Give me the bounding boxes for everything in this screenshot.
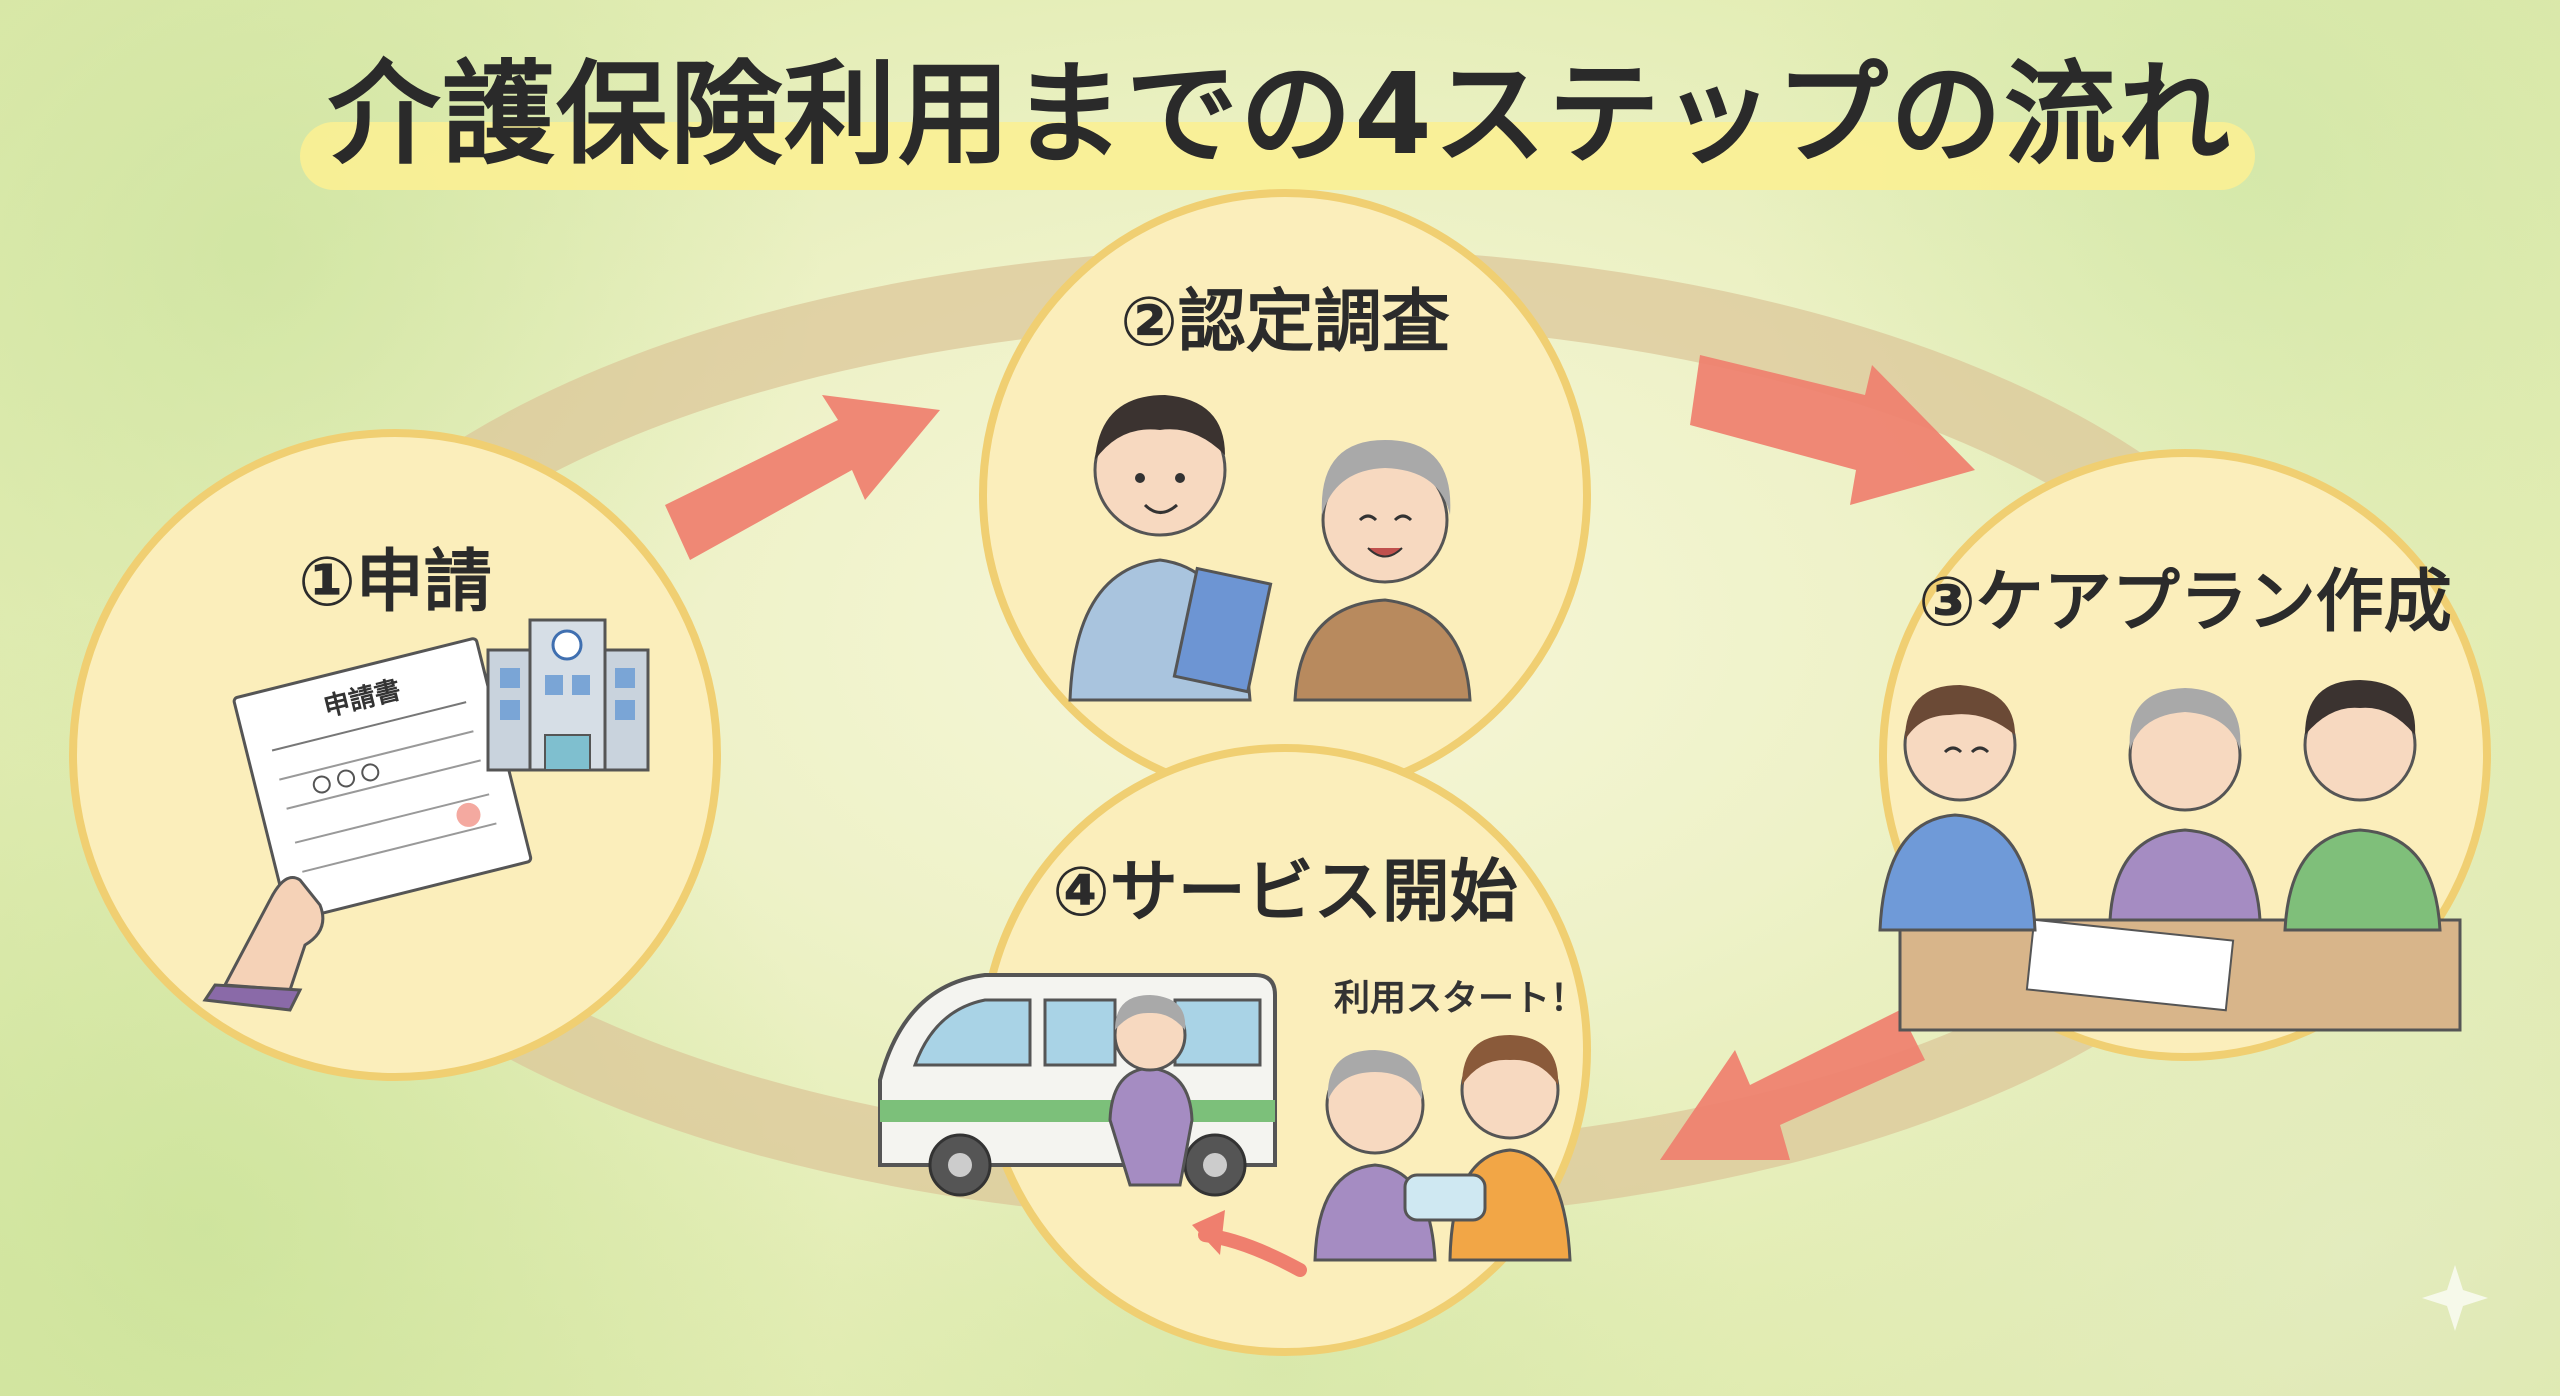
family-member-figure: [2283, 680, 2442, 932]
step-3-label: ③ケアプラン作成: [1918, 563, 2452, 642]
step-1-label: ①申請: [298, 543, 492, 622]
caregiver-figure: [1448, 1035, 1572, 1262]
hand-icon: [202, 876, 325, 1012]
page-title: 介護保険利用までの4ステップの流れ: [328, 50, 2232, 180]
step-2: ②認定調査: [979, 189, 1591, 801]
surveyor-figure: [1068, 395, 1273, 702]
sparkle-icon: [2422, 1265, 2488, 1331]
elderly-woman-figure: [1293, 440, 1472, 702]
care-van-icon: [878, 973, 1277, 1197]
small-arrow-head: [1192, 1210, 1225, 1255]
step-4: ④サービス開始 利用スタート！: [878, 744, 1591, 1356]
care-plan-document: [2025, 918, 2235, 1012]
step-3: ③ケアプラン作成: [1878, 449, 2491, 1061]
step-1: ①申請 申請書: [69, 429, 721, 1081]
meal-container-icon: [1403, 1173, 1487, 1222]
arrow-step1-to-step2: [665, 395, 940, 560]
care-manager-figure: [1878, 685, 2037, 932]
title-highlight: [300, 122, 2255, 190]
hospital-icon: [486, 618, 650, 772]
elderly-client-figure: [2108, 688, 2262, 922]
arrow-step3-to-step4: [1660, 1010, 1925, 1160]
step-4-label: ④サービス開始: [1052, 853, 1518, 932]
step-2-label: ②認定調査: [1120, 283, 1450, 362]
start-speech-text: 利用スタート！: [1334, 978, 1586, 1019]
elderly-man-figure: [1108, 995, 1194, 1187]
arrow-step2-to-step3: [1690, 355, 1975, 505]
